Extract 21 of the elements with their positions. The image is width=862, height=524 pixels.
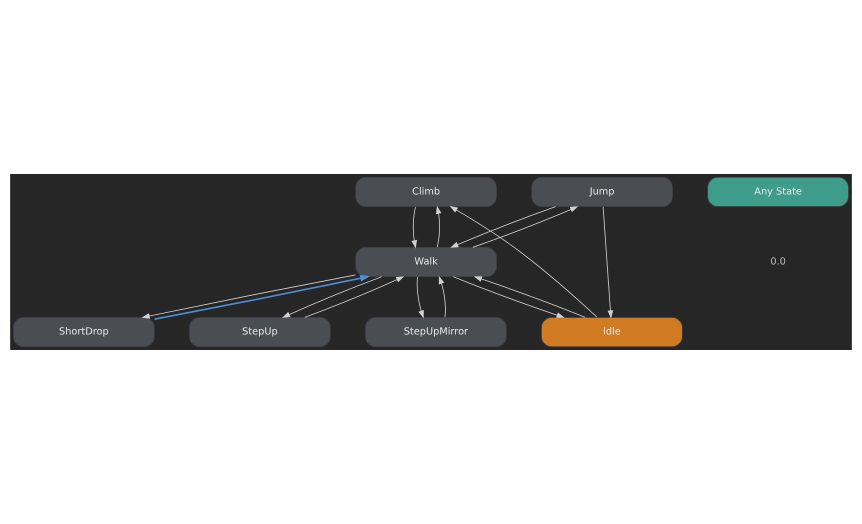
arrow [602, 206, 614, 319]
arrow [282, 276, 382, 318]
arrow [452, 276, 565, 318]
node-box: StepUp [189, 317, 331, 348]
arrow [416, 276, 424, 318]
label: 0.0 [770, 256, 786, 268]
node-box: Walk [355, 246, 497, 278]
arrow [472, 206, 578, 248]
node-box: Idle [541, 317, 683, 348]
node-box: Climb [355, 176, 497, 207]
arrow [436, 206, 442, 248]
arrow [438, 276, 446, 318]
node-box: StepUpMirror [365, 317, 507, 348]
node-box: ShortDrop [13, 317, 155, 348]
arrow [450, 206, 598, 318]
arrow [304, 276, 404, 318]
node-box: Jump [531, 176, 673, 207]
arrow [474, 276, 586, 318]
arrow [450, 206, 556, 248]
node-box: Any State [707, 176, 849, 207]
arrow [411, 206, 417, 248]
